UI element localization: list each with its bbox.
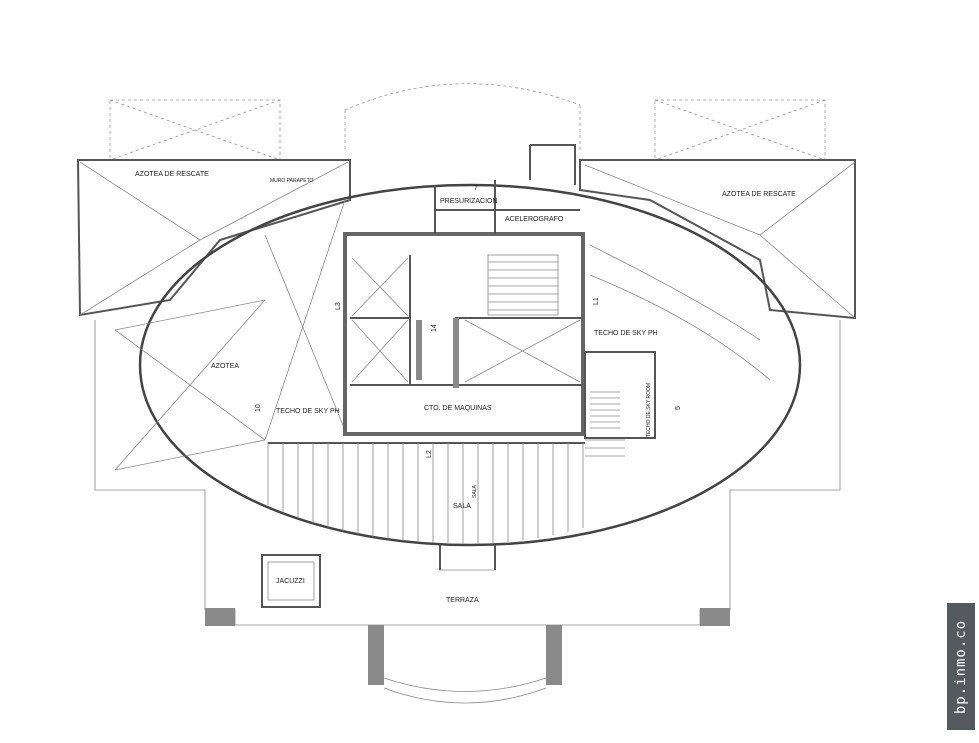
sala-slats bbox=[267, 442, 585, 544]
axis-7: 7 bbox=[474, 185, 478, 192]
column-bottom-left bbox=[368, 625, 384, 685]
rescue-roof-right bbox=[579, 159, 856, 320]
machine-room-core bbox=[343, 232, 585, 436]
outer-contour bbox=[94, 320, 841, 626]
sky-room-stair bbox=[584, 351, 656, 457]
watermark-text: bp.inmo.co bbox=[953, 619, 970, 714]
label-terraza: TERRAZA bbox=[446, 597, 479, 604]
label-acelerografo: ACELEROGRAFO bbox=[505, 216, 564, 223]
watermark: bp.inmo.co bbox=[947, 603, 975, 730]
column-left bbox=[205, 608, 235, 626]
label-techo-sky-room: TECHO DE SKY ROOM bbox=[646, 383, 652, 437]
label-techo-sky-ph-right: TECHO DE SKY PH bbox=[594, 330, 658, 337]
label-azotea-rescate-right: AZOTEA DE RESCATE bbox=[722, 191, 796, 198]
axis-10: 10 bbox=[255, 404, 262, 412]
label-techo-sky-ph-left: TECHO DE SKY PH bbox=[276, 408, 340, 415]
top-service-rooms bbox=[434, 144, 580, 234]
jacuzzi bbox=[261, 554, 321, 608]
label-presurizacion: PRESURIZACION bbox=[440, 198, 498, 205]
azotea-roof-lines bbox=[114, 199, 346, 471]
axis-l3: L3 bbox=[335, 302, 342, 310]
rescue-roof-left bbox=[76, 159, 351, 317]
label-cto-maquinas: CTO. DE MAQUINAS bbox=[424, 405, 492, 412]
label-jacuzzi: JACUZZI bbox=[276, 578, 305, 585]
column-right bbox=[700, 608, 730, 626]
label-sala-vertical: SALA bbox=[472, 485, 478, 498]
dashed-upper-box-left bbox=[109, 99, 281, 161]
dashed-upper-box-right bbox=[654, 99, 826, 161]
label-azotea-rescate-left: AZOTEA DE RESCATE bbox=[135, 171, 209, 178]
label-muro-parapeto: MURO PARAPETO bbox=[270, 178, 314, 184]
label-sala: SALA bbox=[453, 503, 471, 510]
axis-5: 5 bbox=[675, 406, 682, 410]
column-bottom-right bbox=[546, 625, 562, 685]
top-canopy-arc bbox=[344, 83, 581, 111]
axis-14: 14 bbox=[431, 324, 438, 332]
label-azotea: AZOTEA bbox=[211, 363, 239, 370]
building-ellipse bbox=[138, 183, 802, 547]
axis-l2: L2 bbox=[426, 450, 433, 458]
central-stair bbox=[487, 254, 559, 316]
axis-l1: L1 bbox=[593, 297, 600, 305]
bottom-balcony-arc bbox=[383, 677, 547, 692]
